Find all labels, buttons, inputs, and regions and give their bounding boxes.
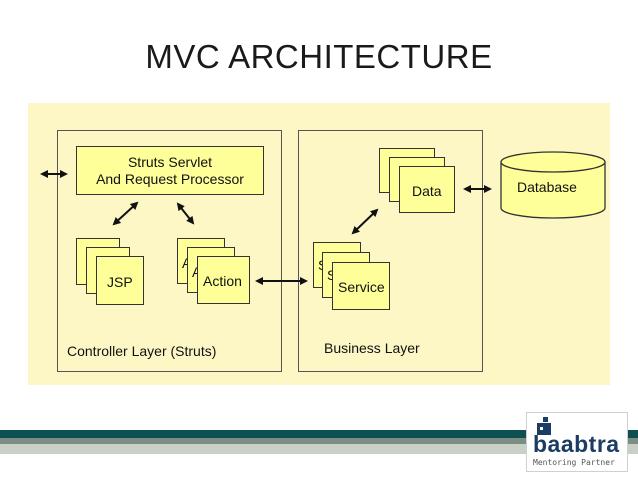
action-stack-peek-label: A [182,255,191,272]
footer-band-light [0,444,638,454]
servlet-jsp-arrow [112,201,139,226]
servlet-line-1: Struts Servlet [127,153,212,170]
controller-layer-box [57,130,282,372]
service-data-arrow [351,208,379,235]
logo-wordmark: baabtra [533,431,620,457]
struts-servlet-box: Struts Servlet And Request Processor [76,146,264,195]
baabtra-logo-icon [537,417,551,435]
jsp-box: JSP [96,256,144,305]
action-box: Action [197,256,250,304]
baabtra-logo: baabtra Mentoring Partner [526,412,628,472]
data-box: Data [399,166,455,213]
slide-title: MVC ARCHITECTURE [145,38,493,75]
servlet-line-2: And Request Processor [96,170,244,187]
service-stack-peek-label-2: S [327,267,336,284]
database-label: Database [517,179,577,195]
business-layer-box [298,130,483,372]
database-cylinder: Database [499,150,607,220]
jsp-label: JSP [107,274,133,290]
service-label: Service [338,279,385,295]
footer-band-mid [0,438,638,444]
action-label: Action [203,273,242,289]
service-box: Service [332,262,390,310]
footer-band-dark [0,430,638,438]
controller-layer-label: Controller Layer (Struts) [67,343,217,359]
database-cylinder-shape [500,151,606,219]
data-label: Data [412,183,442,199]
logo-tagline: Mentoring Partner [533,458,615,467]
servlet-action-arrow [176,202,195,225]
business-layer-label: Business Layer [324,340,420,356]
struts-servlet-label: Struts Servlet And Request Processor [96,154,244,188]
action-stack-peek-label-2: A [192,264,201,281]
